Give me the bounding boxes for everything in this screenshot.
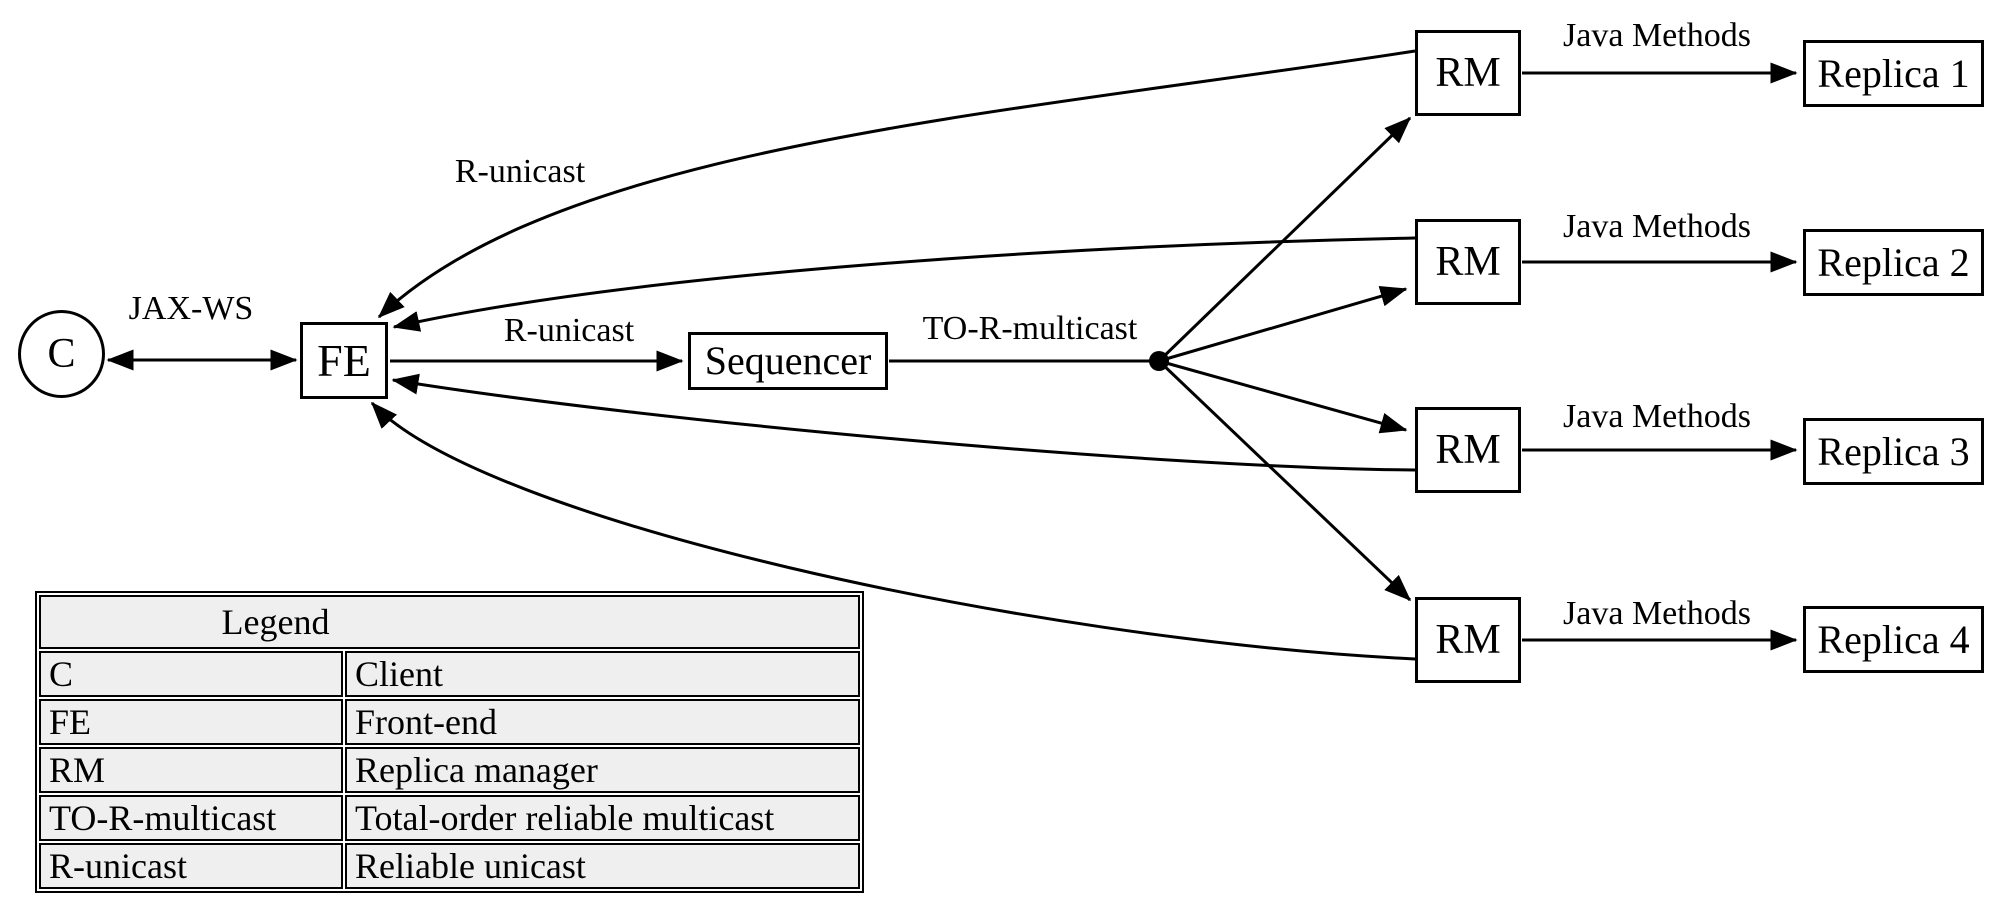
- legend-term: FE: [39, 699, 343, 745]
- sequencer-node: Sequencer: [688, 332, 888, 390]
- edge-dot-rm1: [1157, 116, 1412, 363]
- rm-node-4: RM: [1415, 597, 1521, 683]
- legend-row: C Client: [39, 651, 860, 697]
- client-node-label: C: [47, 331, 76, 377]
- legend-definition: Replica manager: [345, 747, 860, 793]
- legend-term: RM: [39, 747, 343, 793]
- legend-term: R-unicast: [39, 843, 343, 889]
- legend-title: Legend: [221, 602, 330, 642]
- rm-node-label: RM: [1435, 239, 1501, 285]
- legend-definition: Client: [345, 651, 860, 697]
- rm-node-2: RM: [1415, 219, 1521, 305]
- legend-row: TO-R-multicast Total-order reliable mult…: [39, 795, 860, 841]
- multicast-junction-dot: [1149, 351, 1169, 371]
- edge-label-java-methods-3: Java Methods: [1563, 398, 1751, 435]
- frontend-node: FE: [300, 322, 388, 399]
- legend-definition: Total-order reliable multicast: [345, 795, 860, 841]
- legend-row: R-unicast Reliable unicast: [39, 843, 860, 889]
- edge-rm3-frontend: [391, 373, 1416, 472]
- edge-label-jax-ws: JAX-WS: [128, 290, 254, 327]
- edge-label-r-unicast-return: R-unicast: [454, 153, 586, 190]
- edge-dot-rm4: [1157, 359, 1412, 602]
- legend-definition: Front-end: [345, 699, 860, 745]
- edge-rm1-frontend: [377, 49, 1416, 319]
- rm-node-label: RM: [1435, 617, 1501, 663]
- edge-dot-rm2: [1158, 286, 1408, 363]
- legend-header-row: Legend: [39, 595, 860, 649]
- replica-node-label: Replica 2: [1817, 239, 1970, 285]
- replica-node-label: Replica 1: [1817, 50, 1970, 96]
- replica-node-3: Replica 3: [1803, 418, 1984, 485]
- replica-node-4: Replica 4: [1803, 606, 1984, 673]
- legend-row: FE Front-end: [39, 699, 860, 745]
- sequencer-node-label: Sequencer: [704, 338, 872, 383]
- legend-term: TO-R-multicast: [39, 795, 343, 841]
- legend-row: RM Replica manager: [39, 747, 860, 793]
- replica-node-label: Replica 4: [1817, 616, 1970, 662]
- replica-node-label: Replica 3: [1817, 428, 1970, 474]
- edge-dot-rm3: [1158, 359, 1408, 434]
- client-node: C: [18, 310, 105, 398]
- edge-rm4-frontend: [370, 401, 1416, 661]
- edge-label-java-methods-1: Java Methods: [1563, 17, 1751, 54]
- edge-label-java-methods-2: Java Methods: [1563, 208, 1751, 245]
- edge-label-r-unicast-forward: R-unicast: [503, 312, 635, 349]
- replica-node-1: Replica 1: [1803, 40, 1984, 107]
- replica-node-2: Replica 2: [1803, 229, 1984, 296]
- legend-term: C: [39, 651, 343, 697]
- legend-definition: Reliable unicast: [345, 843, 860, 889]
- edge-rm2-frontend: [392, 236, 1416, 332]
- rm-node-3: RM: [1415, 407, 1521, 493]
- legend-table: Legend C Client FE Front-end RM Replica …: [35, 591, 864, 893]
- edge-label-java-methods-4: Java Methods: [1563, 595, 1751, 632]
- rm-node-1: RM: [1415, 30, 1521, 116]
- rm-node-label: RM: [1435, 50, 1501, 96]
- edge-label-to-r-multicast: TO-R-multicast: [922, 310, 1138, 347]
- legend-title-cell: Legend: [39, 595, 860, 649]
- frontend-node-label: FE: [317, 334, 371, 386]
- rm-node-label: RM: [1435, 427, 1501, 473]
